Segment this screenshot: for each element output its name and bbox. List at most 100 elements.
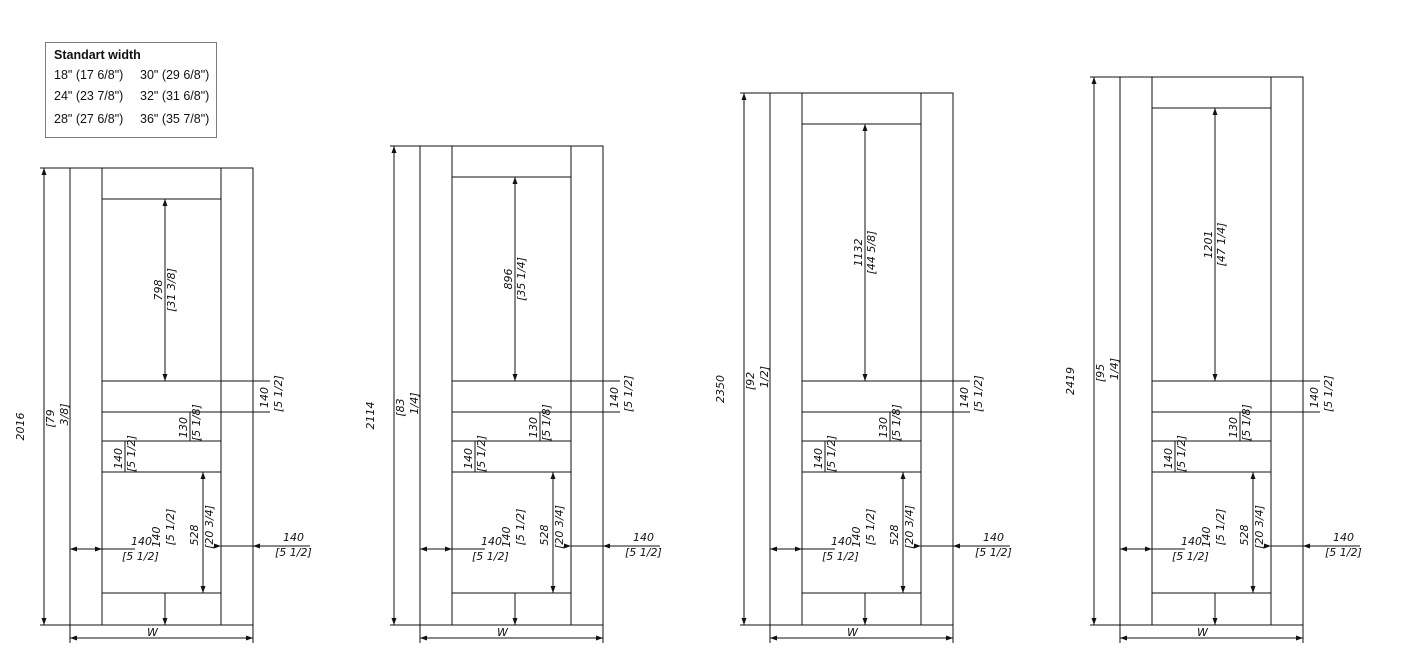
panel-dim-in: [47 1/4] xyxy=(1215,223,1228,267)
left-stile-dim-mm: 140 xyxy=(131,535,152,548)
mid-rail-dim-mm: 130 xyxy=(527,417,540,438)
height-arrow-bottom xyxy=(391,618,397,625)
bottom-rail-dim-mm: 140 xyxy=(500,527,513,548)
right-rail-dim-in: [5 1/2] xyxy=(272,375,285,412)
bottom-panel-arrow-top xyxy=(550,472,556,479)
legend-size-32: 32" (31 6/8") xyxy=(140,89,210,103)
left-stile-arrow-left xyxy=(770,546,777,552)
panel-dim-in: [44 5/8] xyxy=(865,231,878,275)
height-dim-in-a: [79 xyxy=(44,409,57,427)
left-stile-arrow-right xyxy=(795,546,802,552)
height-dim-in-a: [92 xyxy=(744,372,757,390)
bottom-rail-arrow xyxy=(1212,618,1218,625)
left-rail-dim-in: [5 1/2] xyxy=(125,435,138,472)
height-dim-mm: 2419 xyxy=(1064,367,1077,395)
legend-title: Standart width xyxy=(54,48,141,62)
bottom-panel-arrow-bottom xyxy=(1250,586,1256,593)
right-rail-dim-mm: 140 xyxy=(608,387,621,408)
panel-arrow-top xyxy=(862,124,868,131)
door-outline xyxy=(419,145,604,626)
right-stile-arrow-left xyxy=(914,543,921,549)
bottom-panel-arrow-bottom xyxy=(900,586,906,593)
left-stile-dim-in: [5 1/2] xyxy=(1172,550,1209,563)
height-dim-in-b: 3/8] xyxy=(58,404,71,426)
mid-rail-dim-mm: 130 xyxy=(1227,417,1240,438)
bottom-panel-arrow-top xyxy=(900,472,906,479)
height-dim-mm: 2114 xyxy=(364,402,377,430)
left-stile-arrow-left xyxy=(70,546,77,552)
panel-dim-in: [35 1/4] xyxy=(515,257,528,301)
width-arrow-left xyxy=(70,635,77,641)
bottom-panel-arrow-bottom xyxy=(200,586,206,593)
left-stile-arrow-right xyxy=(445,546,452,552)
bottom-rail-arrow xyxy=(162,618,168,625)
width-dim-label: W xyxy=(847,626,859,639)
bottom-rail-dim-in: [5 1/2] xyxy=(1214,509,1227,546)
right-rail-dim-mm: 140 xyxy=(1308,387,1321,408)
height-arrow-top xyxy=(1091,77,1097,84)
right-stile-dim-mm: 140 xyxy=(1333,531,1354,544)
right-stile-arrow-right xyxy=(953,543,960,549)
left-rail-dim-mm: 140 xyxy=(112,448,125,469)
bottom-panel-arrow-top xyxy=(200,472,206,479)
right-rail-dim-in: [5 1/2] xyxy=(1322,375,1335,412)
bottom-rail-dim-in: [5 1/2] xyxy=(514,509,527,546)
right-rail-dim-in: [5 1/2] xyxy=(972,375,985,412)
door-outline xyxy=(1119,76,1304,626)
left-stile-arrow-right xyxy=(1145,546,1152,552)
bottom-panel-arrow-top xyxy=(1250,472,1256,479)
panel-dim-mm: 896 xyxy=(502,269,515,290)
right-rail-dim-mm: 140 xyxy=(958,387,971,408)
height-arrow-top xyxy=(391,146,397,153)
height-arrow-top xyxy=(741,93,747,100)
mid-rail-dim-in: [5 1/8] xyxy=(190,404,203,441)
right-rail-dim-mm: 140 xyxy=(258,387,271,408)
mid-rail-dim-in: [5 1/8] xyxy=(1240,404,1253,441)
panel-arrow-bottom xyxy=(1212,374,1218,381)
height-dim-in-b: 1/4] xyxy=(408,393,421,415)
panel-dim-mm: 1132 xyxy=(852,239,865,267)
right-stile-dim-mm: 140 xyxy=(983,531,1004,544)
left-stile-dim-mm: 140 xyxy=(831,535,852,548)
bottom-rail-arrow xyxy=(862,618,868,625)
bottom-rail-dim-mm: 140 xyxy=(850,527,863,548)
width-arrow-right xyxy=(246,635,253,641)
right-stile-dim-in: [5 1/2] xyxy=(975,546,1012,559)
left-rail-dim-mm: 140 xyxy=(812,448,825,469)
bottom-panel-dim-mm: 528 xyxy=(538,525,551,546)
left-stile-dim-in: [5 1/2] xyxy=(472,550,509,563)
left-stile-dim-mm: 140 xyxy=(1181,535,1202,548)
width-arrow-left xyxy=(420,635,427,641)
right-stile-dim-mm: 140 xyxy=(633,531,654,544)
legend-size-36: 36" (35 7/8") xyxy=(140,112,210,126)
right-stile-dim-in: [5 1/2] xyxy=(625,546,662,559)
panel-arrow-bottom xyxy=(512,374,518,381)
standard-width-legend: Standart width 18" (17 6/8") 30" (29 6/8… xyxy=(45,42,217,138)
legend-size-24: 24" (23 7/8") xyxy=(54,89,124,103)
right-stile-dim-mm: 140 xyxy=(283,531,304,544)
left-rail-dim-in: [5 1/2] xyxy=(1175,435,1188,472)
bottom-panel-arrow-bottom xyxy=(550,586,556,593)
panel-arrow-top xyxy=(162,199,168,206)
bottom-rail-dim-mm: 140 xyxy=(1200,527,1213,548)
left-stile-arrow-left xyxy=(1120,546,1127,552)
left-stile-arrow-left xyxy=(420,546,427,552)
right-stile-arrow-left xyxy=(1264,543,1271,549)
bottom-rail-dim-mm: 140 xyxy=(150,527,163,548)
height-dim-in-a: [83 xyxy=(394,398,407,416)
legend-size-28: 28" (27 6/8") xyxy=(54,112,124,126)
left-stile-dim-in: [5 1/2] xyxy=(122,550,159,563)
width-arrow-right xyxy=(946,635,953,641)
mid-rail-dim-mm: 130 xyxy=(177,417,190,438)
right-stile-arrow-right xyxy=(603,543,610,549)
bottom-panel-dim-in: [20 3/4] xyxy=(903,505,916,549)
height-dim-in-b: 1/4] xyxy=(1108,358,1121,380)
left-rail-dim-mm: 140 xyxy=(462,448,475,469)
left-stile-dim-mm: 140 xyxy=(481,535,502,548)
width-dim-label: W xyxy=(497,626,509,639)
bottom-rail-dim-in: [5 1/2] xyxy=(164,509,177,546)
left-stile-dim-in: [5 1/2] xyxy=(822,550,859,563)
